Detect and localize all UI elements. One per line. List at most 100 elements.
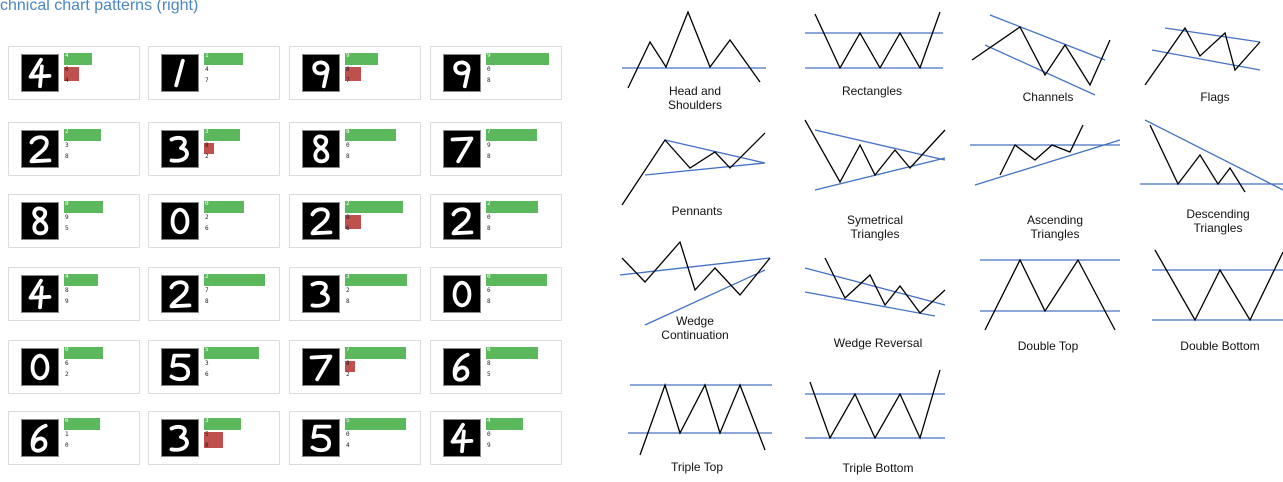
digit-card: 5 0 4	[289, 411, 421, 465]
support-resistance-line	[804, 267, 946, 306]
support-resistance-line	[1164, 27, 1261, 43]
digit-image	[21, 54, 59, 92]
prediction-label: 5	[346, 417, 350, 424]
prediction-label: 1	[205, 52, 209, 59]
digit-image	[302, 275, 340, 313]
support-resistance-line	[974, 139, 1121, 186]
digit-image	[443, 130, 481, 168]
price-path	[621, 240, 771, 296]
top-prediction-bar	[204, 274, 265, 286]
prediction-label: 8	[487, 225, 491, 232]
digit-image	[302, 130, 340, 168]
prediction-label: 2	[205, 214, 209, 221]
prediction-label: 8	[205, 142, 209, 149]
prediction-label: 0	[346, 431, 350, 438]
support-resistance-line	[644, 269, 766, 326]
pattern-label-triple-bottom: Triple Bottom	[842, 461, 914, 475]
prediction-label: 6	[205, 225, 209, 232]
pattern-label-descending-triangles: Descending Triangles	[1186, 207, 1250, 235]
prediction-label: 8	[346, 360, 350, 367]
price-path	[971, 26, 1111, 87]
price-path	[809, 369, 941, 440]
second-prediction-bar	[204, 432, 223, 448]
prediction-label: 2	[346, 200, 350, 207]
digit-card: 8 9 5	[8, 194, 140, 248]
digit-image	[161, 348, 199, 386]
digit-image	[21, 275, 59, 313]
second-prediction-bar	[64, 67, 79, 81]
prediction-label: 6	[205, 371, 209, 378]
pattern-label-double-bottom: Double Bottom	[1180, 339, 1260, 353]
prediction-label: 7	[346, 346, 350, 353]
prediction-label: 8	[487, 360, 491, 367]
prediction-label: 9	[487, 52, 491, 59]
prediction-label: 8	[487, 153, 491, 160]
prediction-label: 5	[205, 431, 209, 438]
prediction-label: 9	[65, 298, 69, 305]
top-prediction-bar	[204, 347, 259, 359]
pattern-label-ascending-triangles: Ascending Triangles	[1026, 213, 1084, 241]
prediction-label: 9	[487, 442, 491, 449]
prediction-label: 8	[346, 128, 350, 135]
prediction-label: 8	[205, 298, 209, 305]
prediction-label: 6	[65, 66, 69, 73]
digit-image	[302, 54, 340, 92]
prediction-label: 8	[346, 214, 350, 221]
second-prediction-bar	[345, 67, 361, 82]
digit-image	[21, 348, 59, 386]
support-resistance-line	[619, 257, 771, 276]
price-path	[1154, 249, 1283, 322]
pattern-label-flags: Flags	[1200, 90, 1230, 104]
top-prediction-bar	[345, 201, 403, 213]
prediction-label: 0	[65, 346, 69, 353]
prediction-label: 0	[346, 142, 350, 149]
prediction-label: 8	[65, 200, 69, 207]
digit-image	[302, 202, 340, 240]
second-prediction-bar	[345, 215, 361, 230]
prediction-label: 2	[346, 287, 350, 294]
price-path	[639, 382, 766, 456]
prediction-label: 3	[205, 360, 209, 367]
prediction-label: 2	[65, 371, 69, 378]
prediction-label: 2	[65, 128, 69, 135]
top-prediction-bar	[486, 347, 539, 359]
support-resistance-line	[644, 162, 766, 176]
prediction-label: 6	[487, 346, 491, 353]
digit-image	[161, 130, 199, 168]
digit-image	[161, 202, 199, 240]
prediction-label: 6	[65, 360, 69, 367]
digit-image	[302, 348, 340, 386]
digit-image	[21, 419, 59, 457]
prediction-label: 5	[65, 225, 69, 232]
price-path	[804, 119, 946, 184]
top-prediction-bar	[486, 201, 539, 213]
top-prediction-bar	[64, 418, 101, 430]
top-prediction-bar	[486, 418, 524, 430]
digit-image	[161, 419, 199, 457]
top-prediction-bar	[486, 129, 538, 141]
prediction-label: 4	[346, 442, 350, 449]
pattern-label-pennants: Pennants	[671, 204, 723, 218]
prediction-label: 0	[487, 273, 491, 280]
digit-card: 0 2 6	[148, 194, 280, 248]
prediction-label: 7	[205, 287, 209, 294]
digit-image	[443, 275, 481, 313]
prediction-label: 0	[205, 200, 209, 207]
prediction-label: 2	[487, 200, 491, 207]
top-prediction-bar	[486, 53, 550, 65]
prediction-label: 9	[65, 214, 69, 221]
prediction-label: 9	[487, 142, 491, 149]
